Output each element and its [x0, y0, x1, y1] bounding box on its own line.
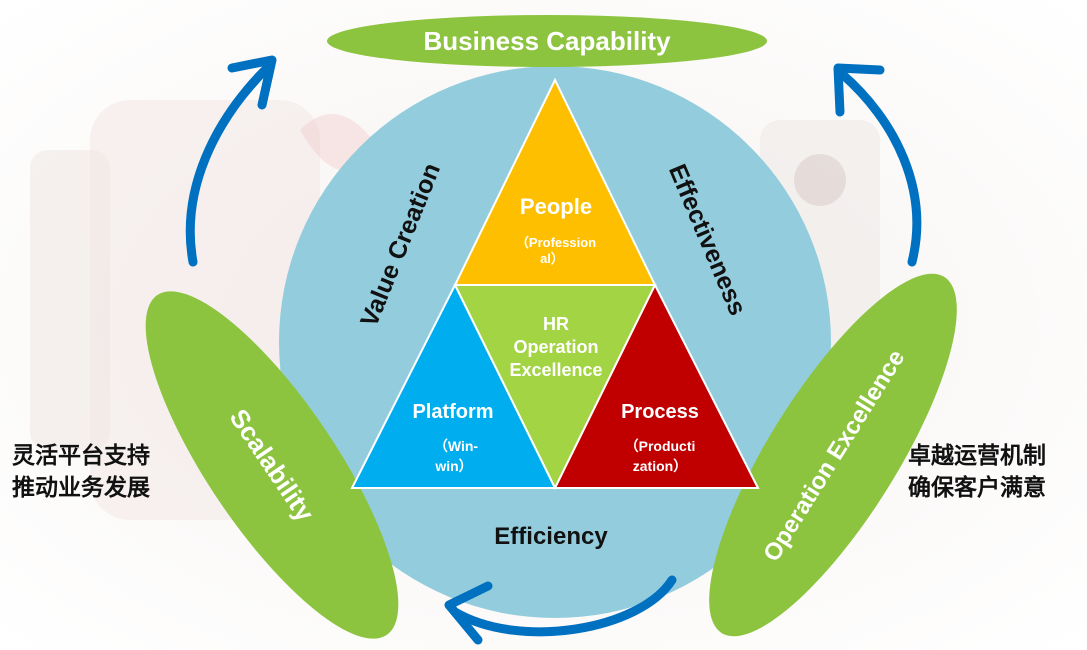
arrow-bottom-left-icon: [450, 575, 677, 637]
title-banner-text: Business Capability: [423, 26, 671, 56]
left-caption-line-2: 推动业务发展: [12, 475, 150, 501]
center-line-1: HR: [543, 314, 569, 334]
platform-subtitle-2: win）: [434, 458, 472, 474]
people-subtitle-1: （Profession: [516, 235, 596, 250]
center-line-3: Excellence: [509, 360, 602, 380]
triangle-process: [553, 282, 760, 489]
people-subtitle-2: al）: [540, 251, 564, 266]
right-caption-line-2: 确保客户满意: [908, 475, 1046, 501]
center-line-2: Operation: [513, 337, 598, 357]
arrow-left-up-icon: [185, 63, 272, 267]
left-leaf: [145, 291, 399, 639]
right-leaf: [709, 273, 957, 637]
platform-subtitle-1: （Win-: [434, 438, 479, 454]
left-caption: 灵活平台支持 推动业务发展: [12, 440, 150, 504]
process-subtitle-1: （Producti: [625, 438, 696, 454]
triangle-platform: [350, 282, 557, 489]
arrow-right-up-head: [833, 63, 885, 117]
arrow-bottom-left-head: [444, 581, 493, 645]
arrow-right-up-icon: [837, 69, 922, 267]
people-title: People: [520, 194, 592, 219]
title-banner: [327, 15, 767, 67]
arrow-left-up-head: [227, 55, 277, 110]
efficiency-label: Efficiency: [494, 523, 608, 550]
left-caption-line-1: 灵活平台支持: [12, 443, 150, 469]
right-caption-line-1: 卓越运营机制: [908, 443, 1046, 469]
right-caption: 卓越运营机制 确保客户满意: [908, 440, 1046, 504]
process-title: Process: [621, 401, 699, 423]
platform-title: Platform: [412, 401, 493, 423]
process-subtitle-2: zation）: [633, 458, 687, 474]
